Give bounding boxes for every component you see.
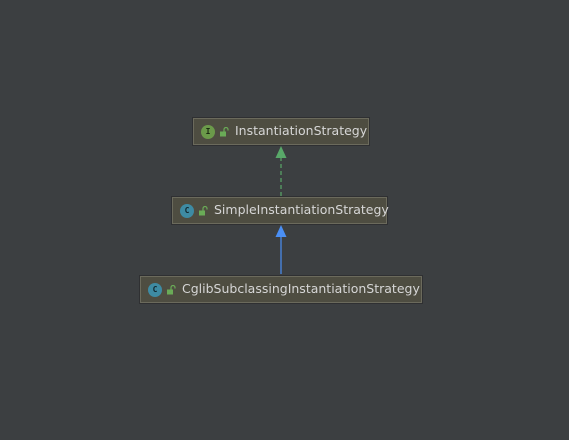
class-icon: C bbox=[180, 203, 194, 218]
public-lock-icon bbox=[198, 205, 208, 216]
public-lock-icon bbox=[219, 126, 229, 137]
node-label: InstantiationStrategy bbox=[235, 123, 368, 139]
implements-arrowhead bbox=[275, 146, 287, 158]
node-instantiation-strategy[interactable]: I InstantiationStrategy bbox=[193, 118, 369, 145]
node-label: SimpleInstantiationStrategy bbox=[214, 202, 389, 218]
implements-edge bbox=[275, 146, 287, 196]
interface-icon: I bbox=[201, 124, 215, 139]
node-label: CglibSubclassingInstantiationStrategy bbox=[182, 281, 420, 297]
class-icon: C bbox=[148, 282, 162, 297]
node-cglib-subclassing-instantiation-strategy[interactable]: C CglibSubclassingInstantiationStrategy bbox=[140, 276, 422, 303]
extends-arrowhead bbox=[275, 225, 287, 237]
public-lock-icon bbox=[166, 284, 176, 295]
extends-edge bbox=[275, 225, 287, 274]
node-simple-instantiation-strategy[interactable]: C SimpleInstantiationStrategy bbox=[172, 197, 389, 224]
